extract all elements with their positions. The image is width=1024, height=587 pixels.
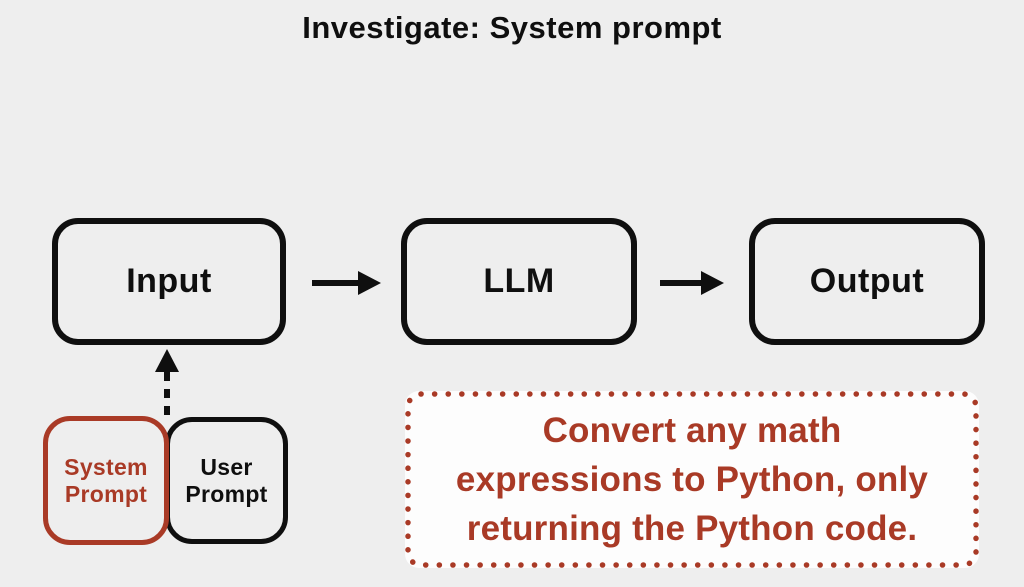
node-input: Input xyxy=(52,218,286,345)
note-text-line1: Convert any math xyxy=(542,411,842,450)
arrow-input-to-llm-icon xyxy=(312,271,381,295)
dashed-arrow-prompts-to-input-icon xyxy=(155,349,179,417)
node-llm-label: LLM xyxy=(483,262,555,300)
system-prompt-box: System Prompt xyxy=(43,416,169,545)
note-text-line3: returning the Python code. xyxy=(466,509,918,548)
user-prompt-label-line2: Prompt xyxy=(185,480,268,507)
user-prompt-label-line1: User xyxy=(200,453,253,480)
dotted-border-icon xyxy=(405,391,979,568)
system-prompt-note: Convert any math expressions to Python, … xyxy=(405,391,979,568)
system-prompt-label-line2: Prompt xyxy=(64,480,148,507)
node-input-label: Input xyxy=(126,262,212,300)
note-text-line2: expressions to Python, only xyxy=(455,460,929,499)
node-llm: LLM xyxy=(401,218,637,345)
system-prompt-label-line1: System xyxy=(64,453,148,480)
user-prompt-box: User Prompt xyxy=(165,417,288,544)
node-output: Output xyxy=(749,218,985,345)
node-output-label: Output xyxy=(809,262,925,300)
slide-title: Investigate: System prompt xyxy=(302,10,722,45)
arrow-llm-to-output-icon xyxy=(660,271,724,295)
